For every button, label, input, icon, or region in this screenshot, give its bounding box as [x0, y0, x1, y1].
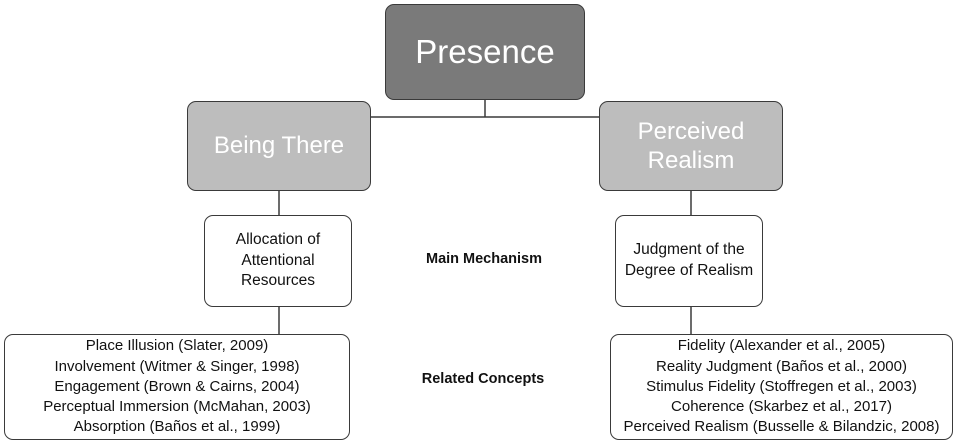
concept-item: Place Illusion (Slater, 2009) [85, 337, 269, 355]
mechanism-left-line2: Attentional [241, 251, 315, 269]
related-concepts-right-box: Fidelity (Alexander et al., 2005) Realit… [610, 334, 953, 440]
row-label-main-mechanism: Main Mechanism [425, 251, 543, 267]
mechanism-right-line1: Judgment of the [633, 241, 745, 259]
branch-right-label-line1: Perceived [637, 117, 745, 145]
root-label: Presence [415, 33, 555, 70]
branch-node-perceived-realism: Perceived Realism [599, 101, 783, 191]
concept-item: Perceived Realism (Busselle & Bilandzic,… [623, 418, 940, 436]
mechanism-node-attentional-resources: Allocation of Attentional Resources [204, 215, 352, 307]
mechanism-left-line3: Resources [240, 272, 316, 290]
branch-left-label: Being There [213, 132, 345, 160]
concept-item: Reality Judgment (Baños et al., 2000) [656, 357, 907, 375]
root-node-presence: Presence [385, 4, 585, 100]
concept-item: Absorption (Baños et al., 1999) [73, 418, 281, 436]
row-label-related-concepts: Related Concepts [421, 371, 545, 387]
concept-item: Engagement (Brown & Cairns, 2004) [54, 377, 300, 395]
branch-node-being-there: Being There [187, 101, 371, 191]
concept-item: Fidelity (Alexander et al., 2005) [677, 337, 886, 355]
concept-item: Stimulus Fidelity (Stoffregen et al., 20… [646, 377, 917, 395]
concept-item: Perceptual Immersion (McMahan, 2003) [43, 398, 311, 416]
branch-right-label-line2: Realism [647, 147, 735, 174]
concept-item: Coherence (Skarbez et al., 2017) [671, 398, 892, 416]
mechanism-left-line1: Allocation of [235, 230, 321, 248]
mechanism-node-judgment-of-realism: Judgment of the Degree of Realism [615, 215, 763, 307]
mechanism-right-line2: Degree of Realism [624, 262, 754, 279]
related-concepts-left-box: Place Illusion (Slater, 2009) Involvemen… [4, 334, 350, 440]
concept-item: Involvement (Witmer & Singer, 1998) [54, 357, 300, 375]
